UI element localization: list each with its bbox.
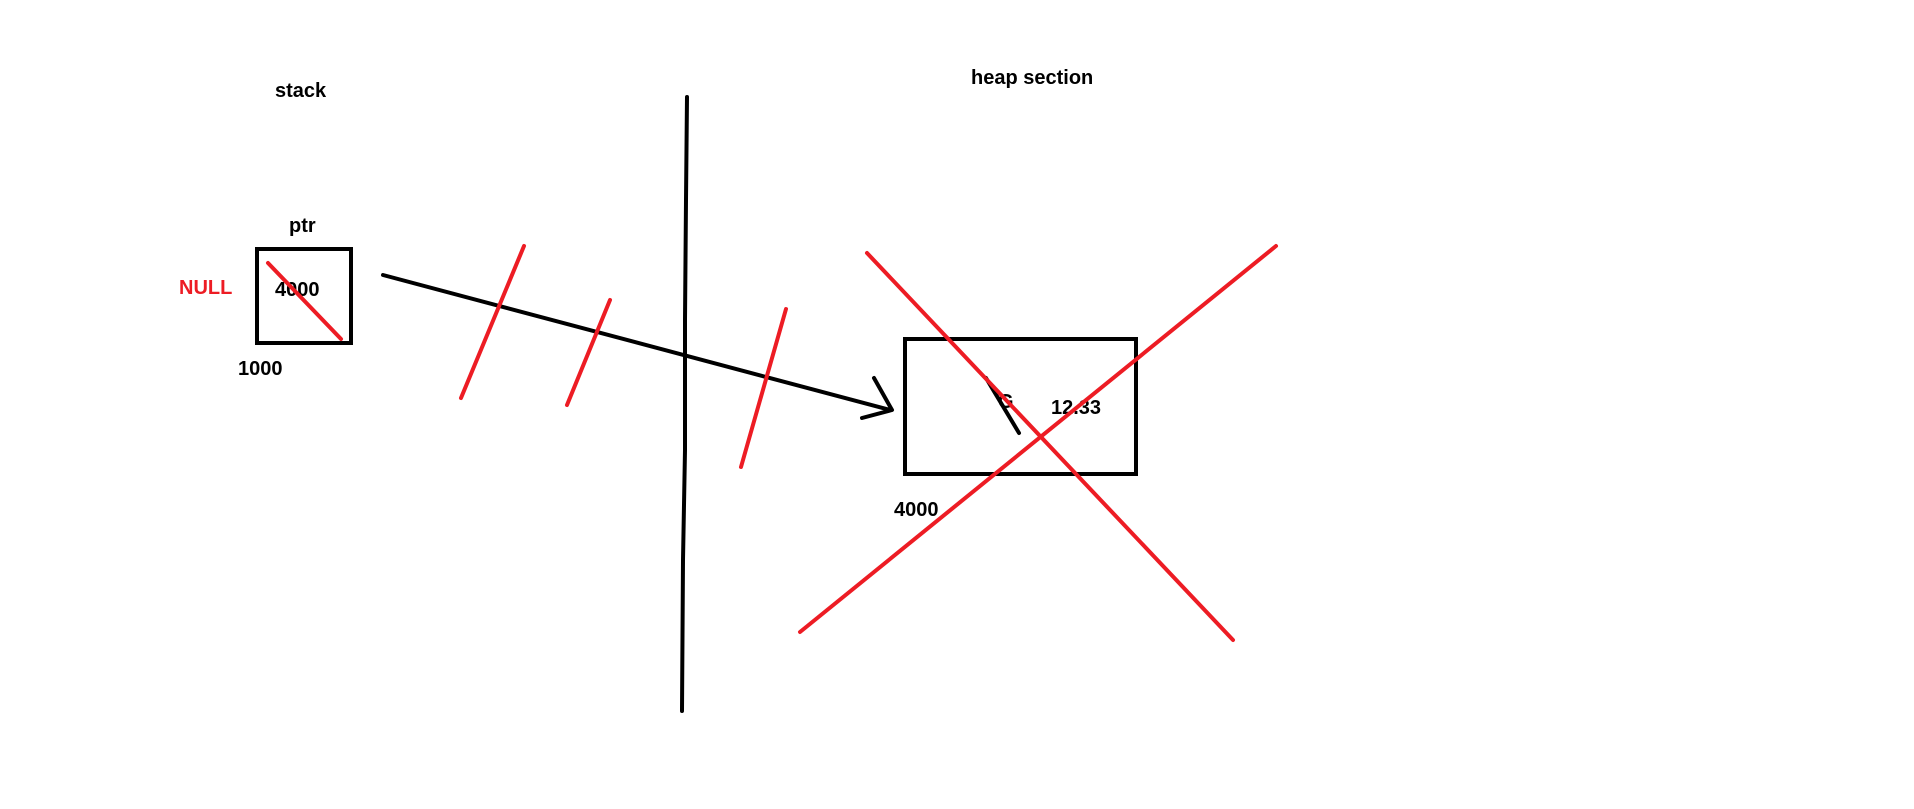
pointer-box — [255, 247, 353, 345]
heap-address: 4000 — [894, 499, 939, 521]
pointer-address: 1000 — [238, 358, 283, 380]
heap-block — [903, 337, 1138, 476]
null-note: NULL — [179, 277, 232, 299]
arrow-cut-strike-1 — [459, 244, 526, 400]
pointer-name-label: ptr — [289, 215, 316, 237]
arrow-cut-strike-2 — [565, 298, 612, 407]
pointer-value-strike — [266, 261, 343, 341]
stack-heap-divider — [680, 95, 689, 713]
heap-freed-strike-2 — [798, 244, 1278, 634]
heap-freed-strike-1 — [865, 251, 1235, 642]
heap-title: heap section — [971, 67, 1093, 89]
pointer-arrow-head — [860, 376, 894, 420]
pointer-arrow — [381, 273, 892, 412]
stack-title: stack — [275, 80, 327, 102]
arrow-cut-strike-3 — [739, 307, 788, 469]
pointer-value: 4000 — [275, 279, 320, 301]
